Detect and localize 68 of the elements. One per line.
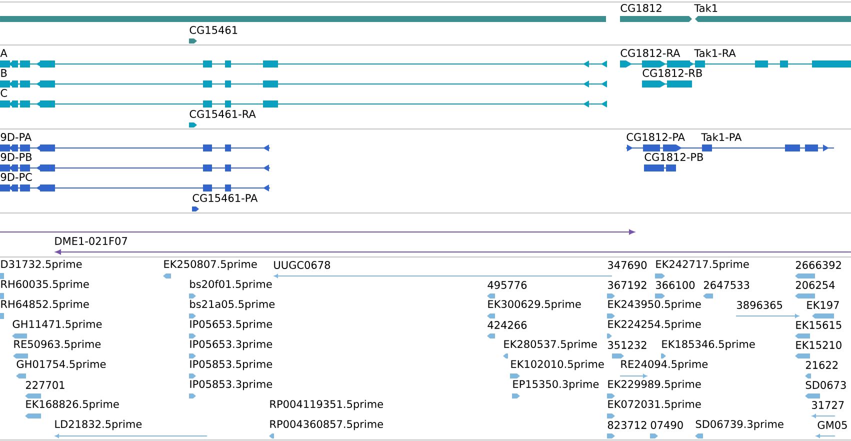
feature-label: 3896365 bbox=[737, 301, 782, 309]
feature-label: 07490 bbox=[650, 421, 683, 429]
feature-label: 9D-PA bbox=[0, 133, 32, 141]
feature-label: bs21a05.5prime bbox=[190, 300, 275, 310]
feature-label: EK242717.5prime bbox=[656, 260, 749, 270]
feature-label: EK102010.5prime bbox=[511, 360, 604, 370]
feature-label: 2666392 bbox=[796, 261, 841, 269]
feature-label: CG1812-RB bbox=[642, 69, 702, 77]
feature-label: DME1-021F07 bbox=[55, 237, 127, 245]
feature-label: CG15461 bbox=[190, 26, 238, 34]
feature-label: 206254 bbox=[796, 281, 835, 289]
feature-label: IP05853.3prime bbox=[190, 380, 272, 390]
feature-label: LD21832.5prime bbox=[55, 420, 142, 430]
feature-label: 366100 bbox=[656, 281, 695, 289]
feature-label: 351232 bbox=[608, 341, 646, 349]
feature-label: EK229989.5prime bbox=[608, 380, 701, 390]
feature-label: EK197 bbox=[807, 301, 839, 309]
feature-label: 21622 bbox=[806, 361, 838, 369]
feature-label: RH60035.5prime bbox=[1, 280, 89, 290]
feature-label: RE24094.5prime bbox=[621, 360, 708, 370]
feature-label: EK250807.5prime bbox=[164, 260, 257, 270]
feature-label: 495776 bbox=[488, 281, 527, 289]
feature-label: D31732.5prime bbox=[1, 260, 82, 270]
feature-label: 9D-PB bbox=[0, 153, 32, 161]
feature-label: EK15210 bbox=[796, 341, 842, 349]
feature-label: RE50963.5prime bbox=[14, 340, 101, 350]
feature-label: RP004119351.5prime bbox=[270, 400, 383, 410]
feature-label: 227701 bbox=[26, 381, 64, 389]
feature-label: GH01754.5prime bbox=[16, 360, 106, 370]
feature-label: IP05853.5prime bbox=[190, 360, 272, 370]
feature-label: SD0673 bbox=[806, 381, 846, 389]
feature-label: UUGC0678 bbox=[274, 261, 330, 269]
feature-label: GM05 bbox=[818, 421, 847, 429]
feature-label: CG1812-PB bbox=[644, 153, 703, 161]
feature-label: 31727 bbox=[812, 401, 844, 409]
feature-label: Tak1-PA bbox=[701, 132, 742, 142]
feature-label: Tak1-RA bbox=[694, 48, 736, 58]
feature-label: RH64852.5prime bbox=[1, 300, 89, 310]
feature-label: 424266 bbox=[488, 321, 527, 329]
feature-label: EK300629.5prime bbox=[488, 300, 581, 310]
feature-label: CG1812 bbox=[620, 4, 662, 12]
feature-label: 347690 bbox=[608, 261, 647, 269]
feature-label: C bbox=[0, 89, 7, 97]
feature-label: EP15350.3prime bbox=[513, 380, 599, 390]
feature-label: EK168826.5prime bbox=[26, 400, 119, 410]
feature-label: EK280537.5prime bbox=[504, 340, 597, 350]
feature-label: IP05653.3prime bbox=[190, 340, 272, 350]
feature-label: CG15461-RA bbox=[190, 110, 256, 118]
feature-label: RP004360857.5prime bbox=[270, 420, 383, 430]
feature-label: EK15615 bbox=[796, 321, 842, 329]
feature-label: EK243950.5prime bbox=[608, 300, 701, 310]
feature-label: CG15461-PA bbox=[192, 194, 258, 202]
feature-label: GH11471.5prime bbox=[12, 320, 102, 330]
feature-label: EK185346.5prime bbox=[662, 340, 755, 350]
feature-label: 9D-PC bbox=[0, 173, 32, 181]
feature-label: 823712 bbox=[608, 421, 646, 429]
feature-label: CG1812-PA bbox=[626, 133, 685, 141]
feature-label: EK224254.5prime bbox=[608, 320, 701, 330]
feature-label: EK072031.5prime bbox=[608, 400, 701, 410]
feature-label: 2647533 bbox=[704, 281, 750, 289]
feature-label: A bbox=[0, 49, 8, 57]
feature-label: CG1812-RA bbox=[620, 49, 680, 57]
feature-label: IP05653.5prime bbox=[190, 320, 272, 330]
feature-label: bs20f01.5prime bbox=[190, 280, 272, 290]
feature-label: B bbox=[1, 69, 7, 77]
feature-label: 367192 bbox=[608, 281, 646, 289]
feature-label: SD06739.3prime bbox=[696, 420, 784, 430]
feature-label: Tak1 bbox=[694, 4, 718, 12]
